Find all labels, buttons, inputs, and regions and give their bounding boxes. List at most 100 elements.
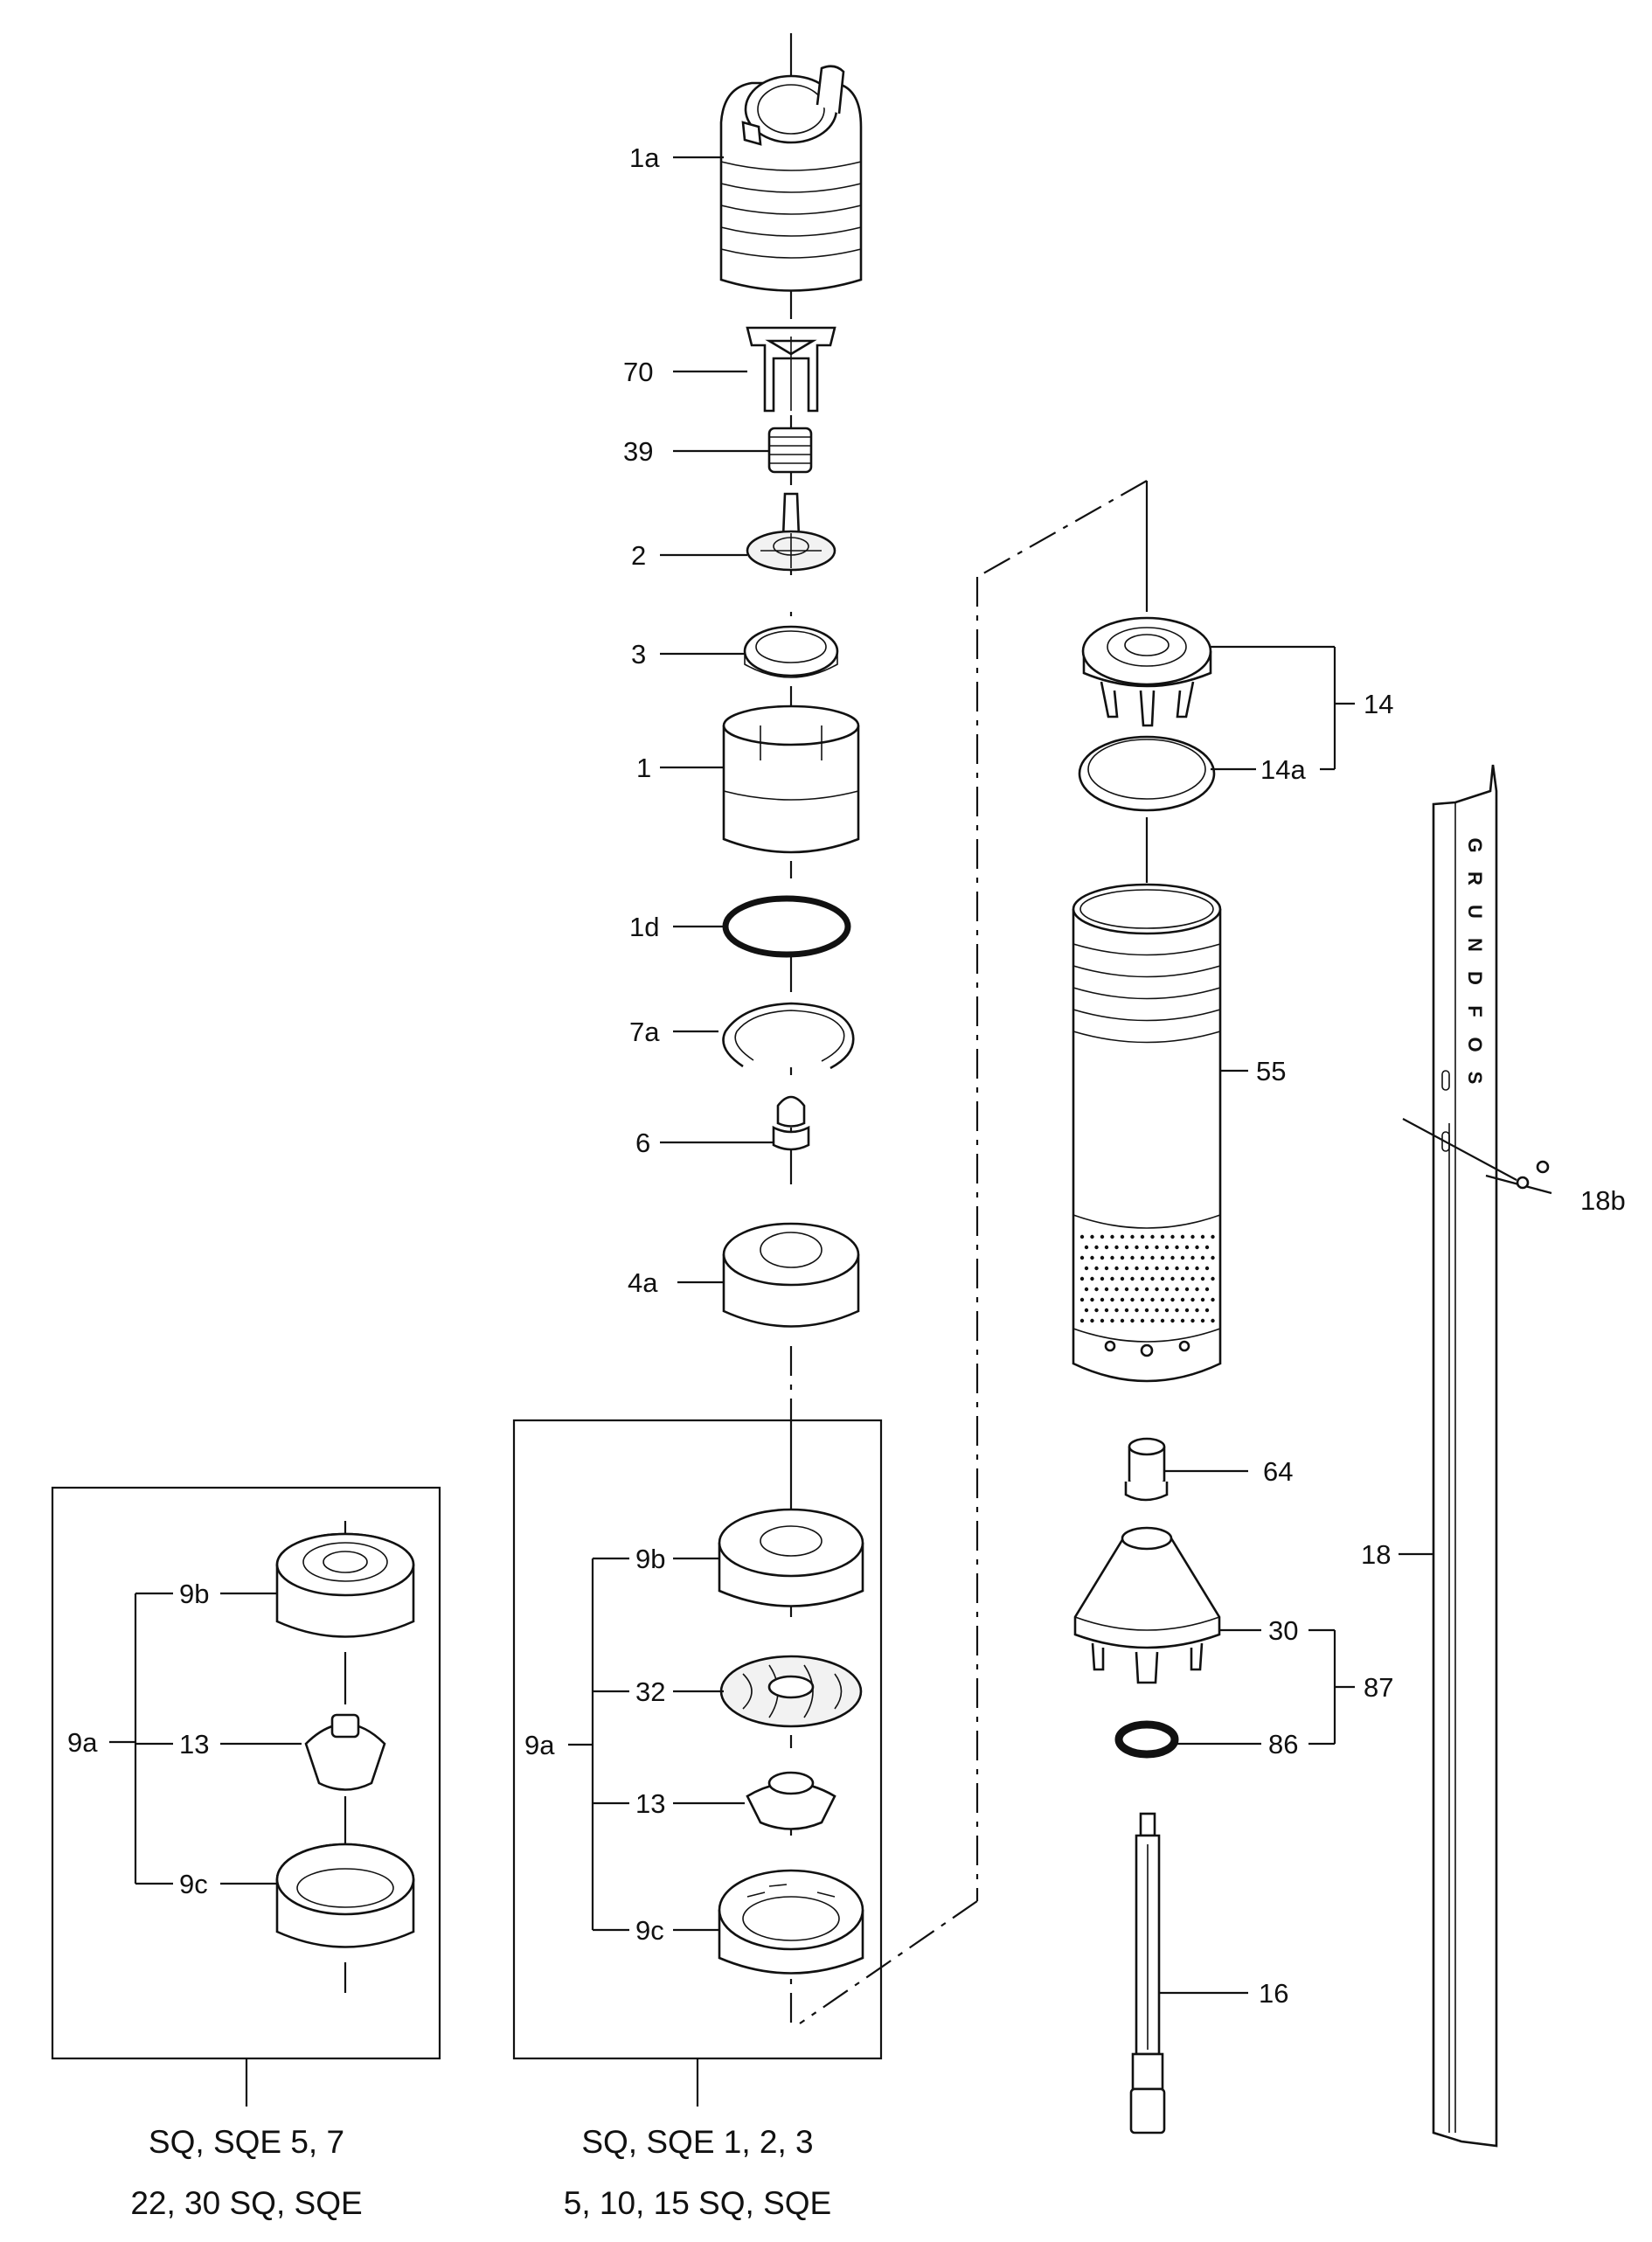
perforation-hole bbox=[1100, 1318, 1105, 1323]
plate-letter: R bbox=[1464, 871, 1486, 885]
perforation-hole bbox=[1180, 1255, 1185, 1260]
perforation-hole bbox=[1120, 1318, 1125, 1323]
perforation-hole bbox=[1114, 1245, 1119, 1250]
perforation-hole bbox=[1175, 1308, 1179, 1313]
label-mid-9a: 9a bbox=[524, 1730, 555, 1760]
perforation-hole bbox=[1079, 1255, 1085, 1260]
perforation-hole bbox=[1190, 1276, 1195, 1281]
plate-letter: G bbox=[1464, 837, 1486, 852]
perforation-hole bbox=[1211, 1255, 1215, 1260]
label-left-13: 13 bbox=[179, 1729, 209, 1760]
perforation-hole bbox=[1090, 1297, 1094, 1302]
label-18: 18 bbox=[1361, 1539, 1391, 1570]
perforation-hole bbox=[1175, 1266, 1179, 1271]
perforation-hole bbox=[1150, 1318, 1155, 1323]
label-4a: 4a bbox=[628, 1267, 658, 1298]
perforation-hole bbox=[1180, 1276, 1185, 1281]
perforation-hole bbox=[1184, 1245, 1190, 1250]
label-1: 1 bbox=[636, 753, 651, 783]
perforation-hole bbox=[1090, 1234, 1094, 1239]
part-16-shaft bbox=[1129, 1812, 1166, 2134]
perforation-hole bbox=[1084, 1245, 1089, 1250]
perforation-hole bbox=[1130, 1234, 1135, 1239]
plate-letter: F bbox=[1464, 1005, 1486, 1017]
assembly-dash-path bbox=[799, 480, 1149, 2024]
perforation-hole bbox=[1114, 1287, 1119, 1292]
label-left-9c: 9c bbox=[179, 1869, 208, 1899]
part-labels: 1a 70 39 2 3 1 1d 7a 6 4a 14 14a 55 18b … bbox=[67, 142, 1626, 2009]
label-mid-9c: 9c bbox=[635, 1915, 664, 1946]
perforation-hole bbox=[1140, 1234, 1145, 1239]
perforation-hole bbox=[1175, 1245, 1179, 1250]
part-55-pump-sleeve bbox=[1072, 883, 1222, 1383]
perforation-hole bbox=[1155, 1266, 1159, 1271]
perforation-hole bbox=[1195, 1308, 1199, 1313]
perforation-hole bbox=[1200, 1255, 1205, 1260]
label-mid-9b: 9b bbox=[635, 1544, 665, 1574]
perforation-hole bbox=[1211, 1234, 1215, 1239]
caption-left-line2: 22, 30 SQ, SQE bbox=[130, 2185, 362, 2221]
label-3: 3 bbox=[631, 639, 646, 670]
perforation-hole bbox=[1090, 1255, 1094, 1260]
perforation-hole bbox=[1150, 1255, 1155, 1260]
part-30-inlet-cone bbox=[1073, 1526, 1221, 1684]
label-7a: 7a bbox=[629, 1017, 660, 1047]
part-1d-o-ring bbox=[722, 895, 851, 958]
label-39: 39 bbox=[623, 436, 653, 467]
label-14: 14 bbox=[1364, 689, 1393, 719]
label-1a: 1a bbox=[629, 142, 660, 173]
perforation-hole bbox=[1170, 1255, 1175, 1260]
perforation-hole bbox=[1140, 1255, 1145, 1260]
perforation-hole bbox=[1124, 1245, 1129, 1250]
perforation-hole bbox=[1140, 1276, 1145, 1281]
perforation-hole bbox=[1190, 1234, 1195, 1239]
perforation-hole bbox=[1170, 1297, 1175, 1302]
perforation-hole bbox=[1160, 1318, 1165, 1323]
part-7a-retaining-ring bbox=[722, 1002, 855, 1070]
perforation-hole bbox=[1130, 1276, 1135, 1281]
perforation-hole bbox=[1164, 1245, 1170, 1250]
part-6-bearing bbox=[772, 1095, 810, 1167]
perforation-hole bbox=[1144, 1245, 1149, 1250]
label-left-9b: 9b bbox=[179, 1579, 209, 1609]
perforation-hole bbox=[1094, 1287, 1099, 1292]
perforation-hole bbox=[1104, 1287, 1109, 1292]
perforation-hole bbox=[1211, 1276, 1215, 1281]
label-1d: 1d bbox=[629, 912, 659, 942]
perforation-hole bbox=[1180, 1318, 1185, 1323]
perforation-hole bbox=[1190, 1318, 1195, 1323]
label-6: 6 bbox=[635, 1128, 650, 1158]
perforation-hole bbox=[1211, 1297, 1215, 1302]
perforation-hole bbox=[1200, 1297, 1205, 1302]
perforation-hole bbox=[1124, 1287, 1129, 1292]
perforation-hole bbox=[1094, 1266, 1099, 1271]
perforation-hole bbox=[1150, 1276, 1155, 1281]
perforation-hole bbox=[1160, 1297, 1165, 1302]
part-4a-chamber-top bbox=[722, 1222, 860, 1328]
plate-letter: N bbox=[1464, 938, 1486, 952]
perforation-hole bbox=[1160, 1255, 1165, 1260]
label-70: 70 bbox=[623, 357, 653, 387]
perforation-hole bbox=[1155, 1245, 1159, 1250]
perforation-hole bbox=[1195, 1245, 1199, 1250]
perforation-hole bbox=[1135, 1287, 1139, 1292]
label-30: 30 bbox=[1268, 1615, 1298, 1646]
perforation-hole bbox=[1190, 1255, 1195, 1260]
perforation-hole bbox=[1195, 1266, 1199, 1271]
perforation-hole bbox=[1170, 1234, 1175, 1239]
variant-box-left bbox=[51, 1486, 441, 2107]
perforation-hole bbox=[1184, 1266, 1190, 1271]
perforation-hole bbox=[1100, 1297, 1105, 1302]
perforation-hole bbox=[1155, 1308, 1159, 1313]
callout-lines bbox=[660, 156, 1433, 1995]
perforation-hole bbox=[1124, 1308, 1129, 1313]
perforation-hole bbox=[1094, 1308, 1099, 1313]
part-1a-discharge-cap bbox=[719, 65, 863, 292]
part-86-seal-ring bbox=[1114, 1720, 1179, 1759]
perforation-hole bbox=[1200, 1234, 1205, 1239]
caption-mid-line1: SQ, SQE 1, 2, 3 bbox=[581, 2124, 813, 2160]
perforation-hole bbox=[1104, 1308, 1109, 1313]
perforation-hole bbox=[1135, 1266, 1139, 1271]
